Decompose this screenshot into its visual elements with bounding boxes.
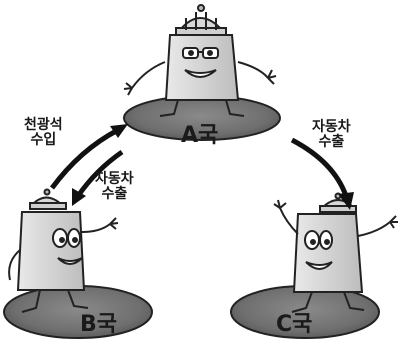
arrow-a-to-c [290, 137, 354, 210]
flow-a-to-c-line2: 수출 [318, 133, 345, 150]
flow-a-to-c-label: 자동차 수출 [312, 120, 351, 149]
country-b-label: B국 [80, 312, 118, 337]
flow-a-to-b-line1: 자동차 [95, 171, 134, 187]
country-c-label: C국 [276, 312, 313, 337]
flow-a-to-c-line1: 자동차 [312, 119, 351, 135]
flow-a-to-b-label: 자동차 수출 [95, 172, 134, 201]
platform-b [3, 285, 153, 339]
flow-b-to-a-label: 천광석 수입 [24, 118, 63, 147]
flow-a-to-b-line2: 수출 [101, 185, 128, 202]
arrow-a-to-b [72, 149, 124, 206]
flow-b-to-a-line2: 수입 [30, 131, 57, 148]
country-a-label: A국 [181, 123, 219, 148]
character-a [123, 4, 277, 117]
arrow-b-to-a [49, 124, 128, 190]
character-c [273, 192, 398, 313]
flow-b-to-a-line1: 천광석 [24, 117, 63, 133]
character-b [8, 188, 119, 313]
